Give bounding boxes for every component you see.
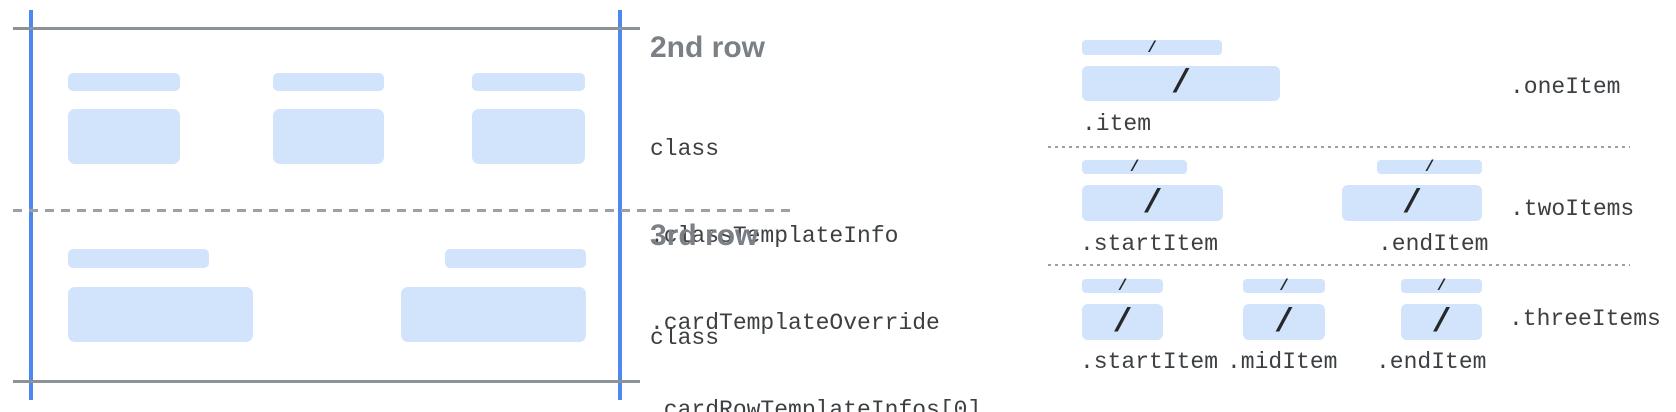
section-divider-dotted-line — [1048, 264, 1630, 266]
slash-icon: / — [1117, 277, 1128, 295]
item-title-bar: / — [1082, 158, 1187, 176]
placeholder-bar — [68, 109, 180, 164]
item-field-label: .startItem — [1080, 231, 1219, 257]
item-title-bar: / — [1377, 158, 1482, 176]
card-bottom-frame-line — [13, 380, 640, 383]
slash-icon: / — [1171, 65, 1191, 102]
placeholder-bar — [68, 249, 209, 268]
item-field-label: .midItem — [1227, 349, 1338, 375]
card-top-frame-line — [13, 27, 640, 30]
slash-icon: / — [1424, 158, 1435, 176]
code-line: class — [650, 325, 720, 351]
slash-icon: / — [1274, 303, 1294, 341]
row-3-title: 3rd row — [650, 219, 759, 252]
row-2-title: 2nd row — [650, 31, 766, 64]
placeholder-bar — [273, 73, 384, 91]
item-field-label: .startItem — [1080, 349, 1219, 375]
card-left-guide-line — [29, 10, 33, 400]
section-name-label: .oneItem — [1510, 74, 1621, 100]
item-field-label: .item — [1082, 111, 1152, 137]
slash-icon: / — [1112, 303, 1133, 341]
section-divider-dotted-line — [1048, 146, 1630, 148]
placeholder-bar — [68, 287, 253, 342]
placeholder-bar — [68, 73, 180, 91]
placeholder-bar — [445, 249, 586, 268]
code-line: .cardRowTemplateInfos[0] — [650, 397, 982, 412]
placeholder-bar — [472, 73, 585, 91]
card-right-guide-line — [618, 10, 622, 400]
item-title-bar: / — [1243, 277, 1325, 295]
slash-icon: / — [1142, 184, 1163, 222]
slash-icon: / — [1402, 184, 1422, 222]
item-title-bar: / — [1082, 38, 1222, 57]
placeholder-bar — [472, 109, 585, 164]
placeholder-bar — [273, 109, 384, 164]
slash-icon: / — [1147, 38, 1157, 57]
row-3-code-path: class .classTemplateInfo .cardTemplateOv… — [650, 266, 981, 412]
item-body-bar: / — [1401, 304, 1482, 340]
item-title-bar: / — [1082, 277, 1163, 295]
row-2-code-path: class .classTemplateInfo .cardTemplateOv… — [650, 77, 981, 412]
section-name-label: .twoItems — [1510, 196, 1635, 222]
code-line: .classTemplateInfo — [650, 223, 899, 249]
row-divider-dashed-line — [13, 209, 793, 212]
slash-icon: / — [1279, 277, 1289, 295]
item-title-bar: / — [1401, 277, 1482, 295]
placeholder-bar — [401, 287, 586, 342]
slash-icon: / — [1431, 303, 1452, 341]
slash-icon: / — [1436, 277, 1447, 295]
code-line: class — [650, 136, 720, 162]
item-body-bar: / — [1243, 304, 1325, 340]
item-body-bar: / — [1082, 304, 1163, 340]
code-line: .cardTemplateOverride — [650, 310, 940, 336]
item-field-label: .endItem — [1376, 349, 1487, 375]
item-field-label: .endItem — [1378, 231, 1489, 257]
item-body-bar: / — [1082, 185, 1223, 221]
slash-icon: / — [1129, 158, 1140, 176]
item-body-bar: / — [1082, 66, 1280, 101]
item-body-bar: / — [1342, 185, 1482, 221]
section-name-label: .threeItems — [1509, 306, 1661, 332]
